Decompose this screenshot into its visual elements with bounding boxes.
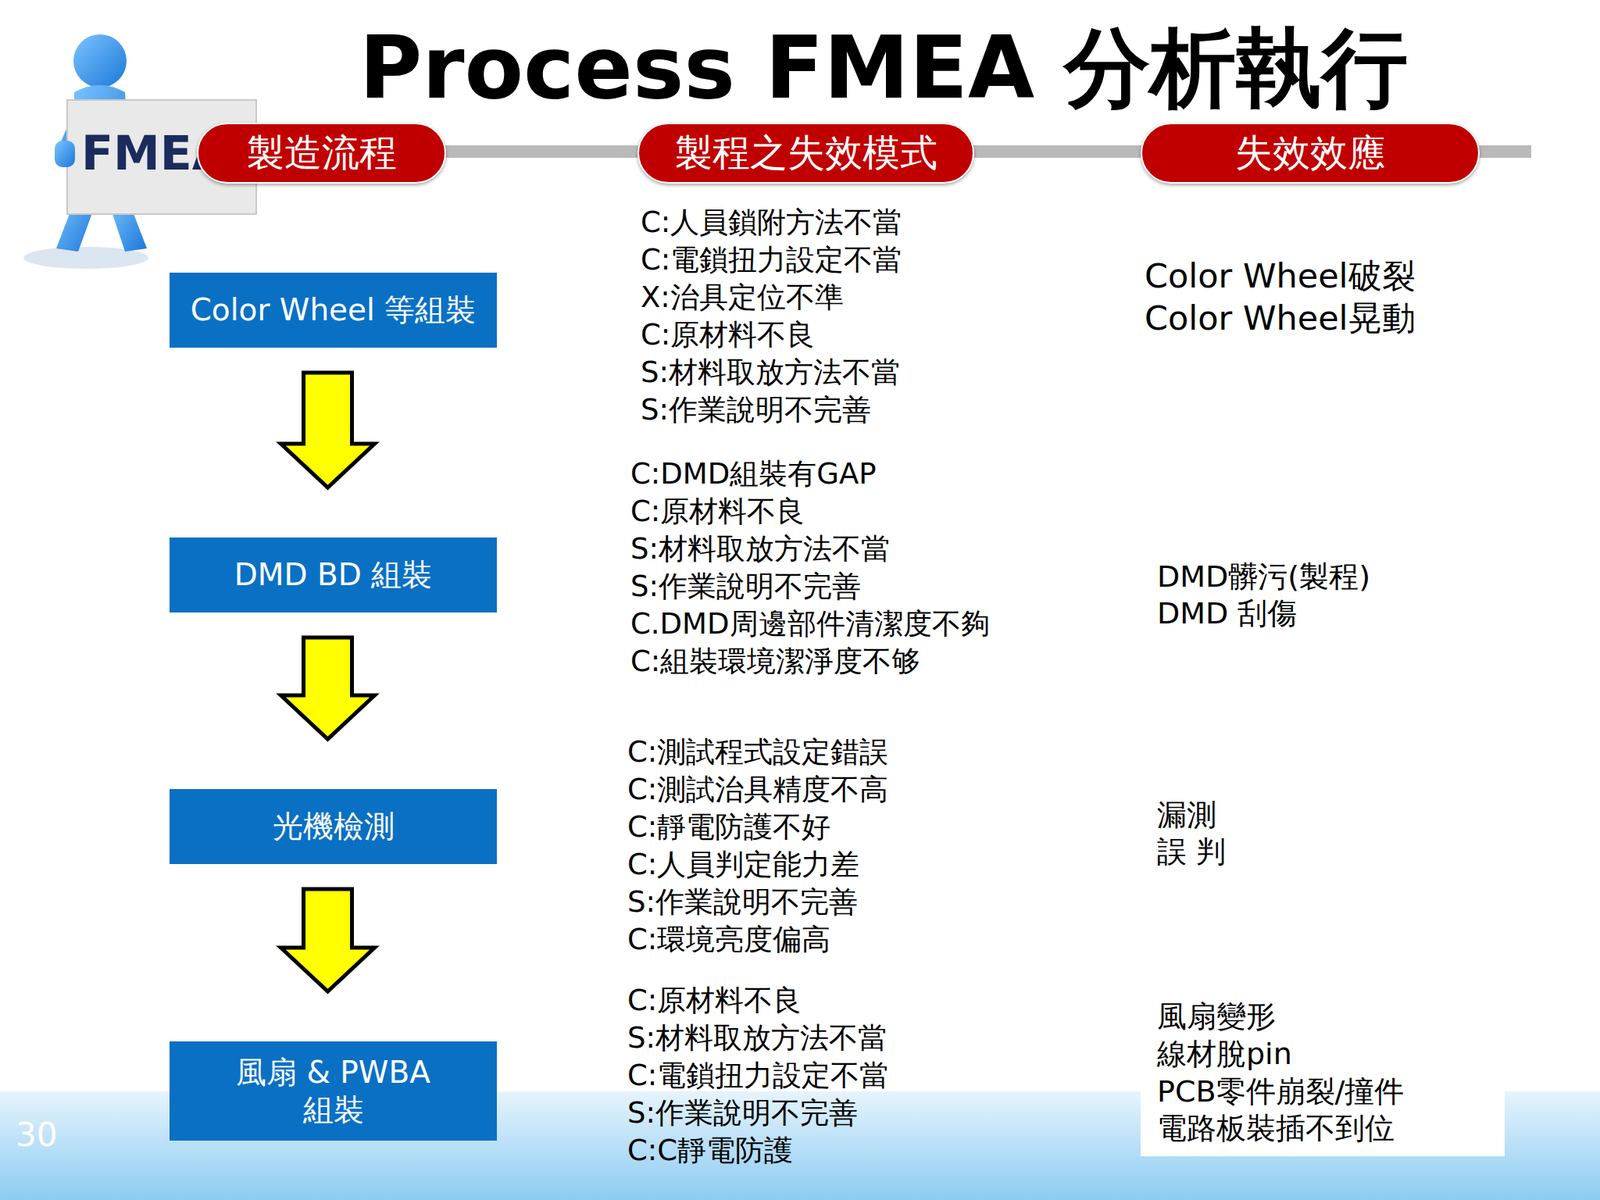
- process-box: 光機檢測: [169, 789, 497, 865]
- note-text: X:治具定位不準: [640, 282, 844, 312]
- note-text: 漏測: [1157, 800, 1217, 830]
- process-text: 風扇 & PWBA組裝: [232, 1053, 436, 1129]
- note-text: S:材料取放方法不當: [630, 534, 890, 564]
- note-text: PCB零件崩裂/撞件: [1157, 1076, 1404, 1107]
- note-text: Color Wheel晃動: [1144, 301, 1416, 336]
- note-text: S:作業說明不完善: [627, 887, 858, 917]
- note-text: C:環境亮度偏高: [627, 925, 831, 954]
- arrow-shape: [281, 372, 375, 488]
- note-text: 電路板裝插不到位: [1157, 1113, 1395, 1143]
- note-text: C:測試程式設定錯誤: [627, 737, 889, 767]
- note-text: DMD 刮傷: [1157, 598, 1297, 629]
- note-text: C:人員鎖附方法不當: [640, 207, 902, 237]
- note-text: S:材料取放方法不當: [627, 1023, 887, 1053]
- note-text: 風扇變形: [1157, 1001, 1276, 1032]
- note-text: C:靜電防護不好: [627, 812, 831, 842]
- header-text: 製造流程: [246, 128, 397, 179]
- page-title: Process FMEA 分析執行: [0, 10, 1600, 128]
- note-text: Color Wheel破裂: [1144, 259, 1416, 293]
- column-header: 製造流程: [196, 122, 447, 184]
- note-text: C:原材料不良: [627, 985, 802, 1015]
- note-text: C:人員判定能力差: [627, 850, 860, 879]
- note-text: 線材脫pin: [1157, 1039, 1293, 1069]
- arrow-shape: [281, 889, 375, 992]
- process-box: DMD BD 組裝: [169, 537, 497, 613]
- column-header: 製程之失效模式: [637, 122, 975, 184]
- flow-arrow: [281, 372, 375, 488]
- note-text: C:原材料不良: [640, 320, 815, 350]
- note-text: S:作業說明不完善: [630, 571, 861, 601]
- page-number: 30: [15, 1118, 58, 1152]
- flow-arrow: [281, 889, 375, 992]
- note-text: C:DMD組裝有GAP: [630, 459, 877, 489]
- column-header: 失效效應: [1140, 122, 1480, 184]
- note-text: DMD髒污(製程): [1157, 561, 1371, 592]
- note-text: C:組裝環境潔淨度不够: [630, 646, 921, 676]
- note-text: C:電鎖扭力設定不當: [627, 1060, 889, 1090]
- note-text: C:C靜電防護: [627, 1135, 793, 1165]
- note-text: C:電鎖扭力設定不當: [640, 245, 902, 275]
- note-text: S:作業說明不完善: [627, 1098, 858, 1128]
- note-text: 誤 判: [1157, 836, 1226, 867]
- note-text: C:測試治具精度不高: [627, 775, 889, 804]
- arrow-shape: [281, 637, 375, 740]
- note-text: S:材料取放方法不當: [640, 357, 900, 387]
- flow-arrow: [281, 637, 375, 740]
- note-text: S:作業說明不完善: [640, 395, 872, 425]
- process-box: 風扇 & PWBA組裝: [169, 1041, 497, 1141]
- note-text: C:原材料不良: [630, 496, 805, 526]
- process-box: Color Wheel 等組裝: [169, 272, 497, 348]
- note-text: C.DMD周邊部件清潔度不夠: [630, 609, 990, 639]
- process-text: Color Wheel 等組裝: [190, 291, 477, 329]
- header-text: 製程之失效模式: [675, 128, 938, 179]
- process-text: 光機檢測: [272, 807, 395, 846]
- process-text: DMD BD 組裝: [234, 556, 433, 594]
- header-text: 失效效應: [1235, 128, 1386, 179]
